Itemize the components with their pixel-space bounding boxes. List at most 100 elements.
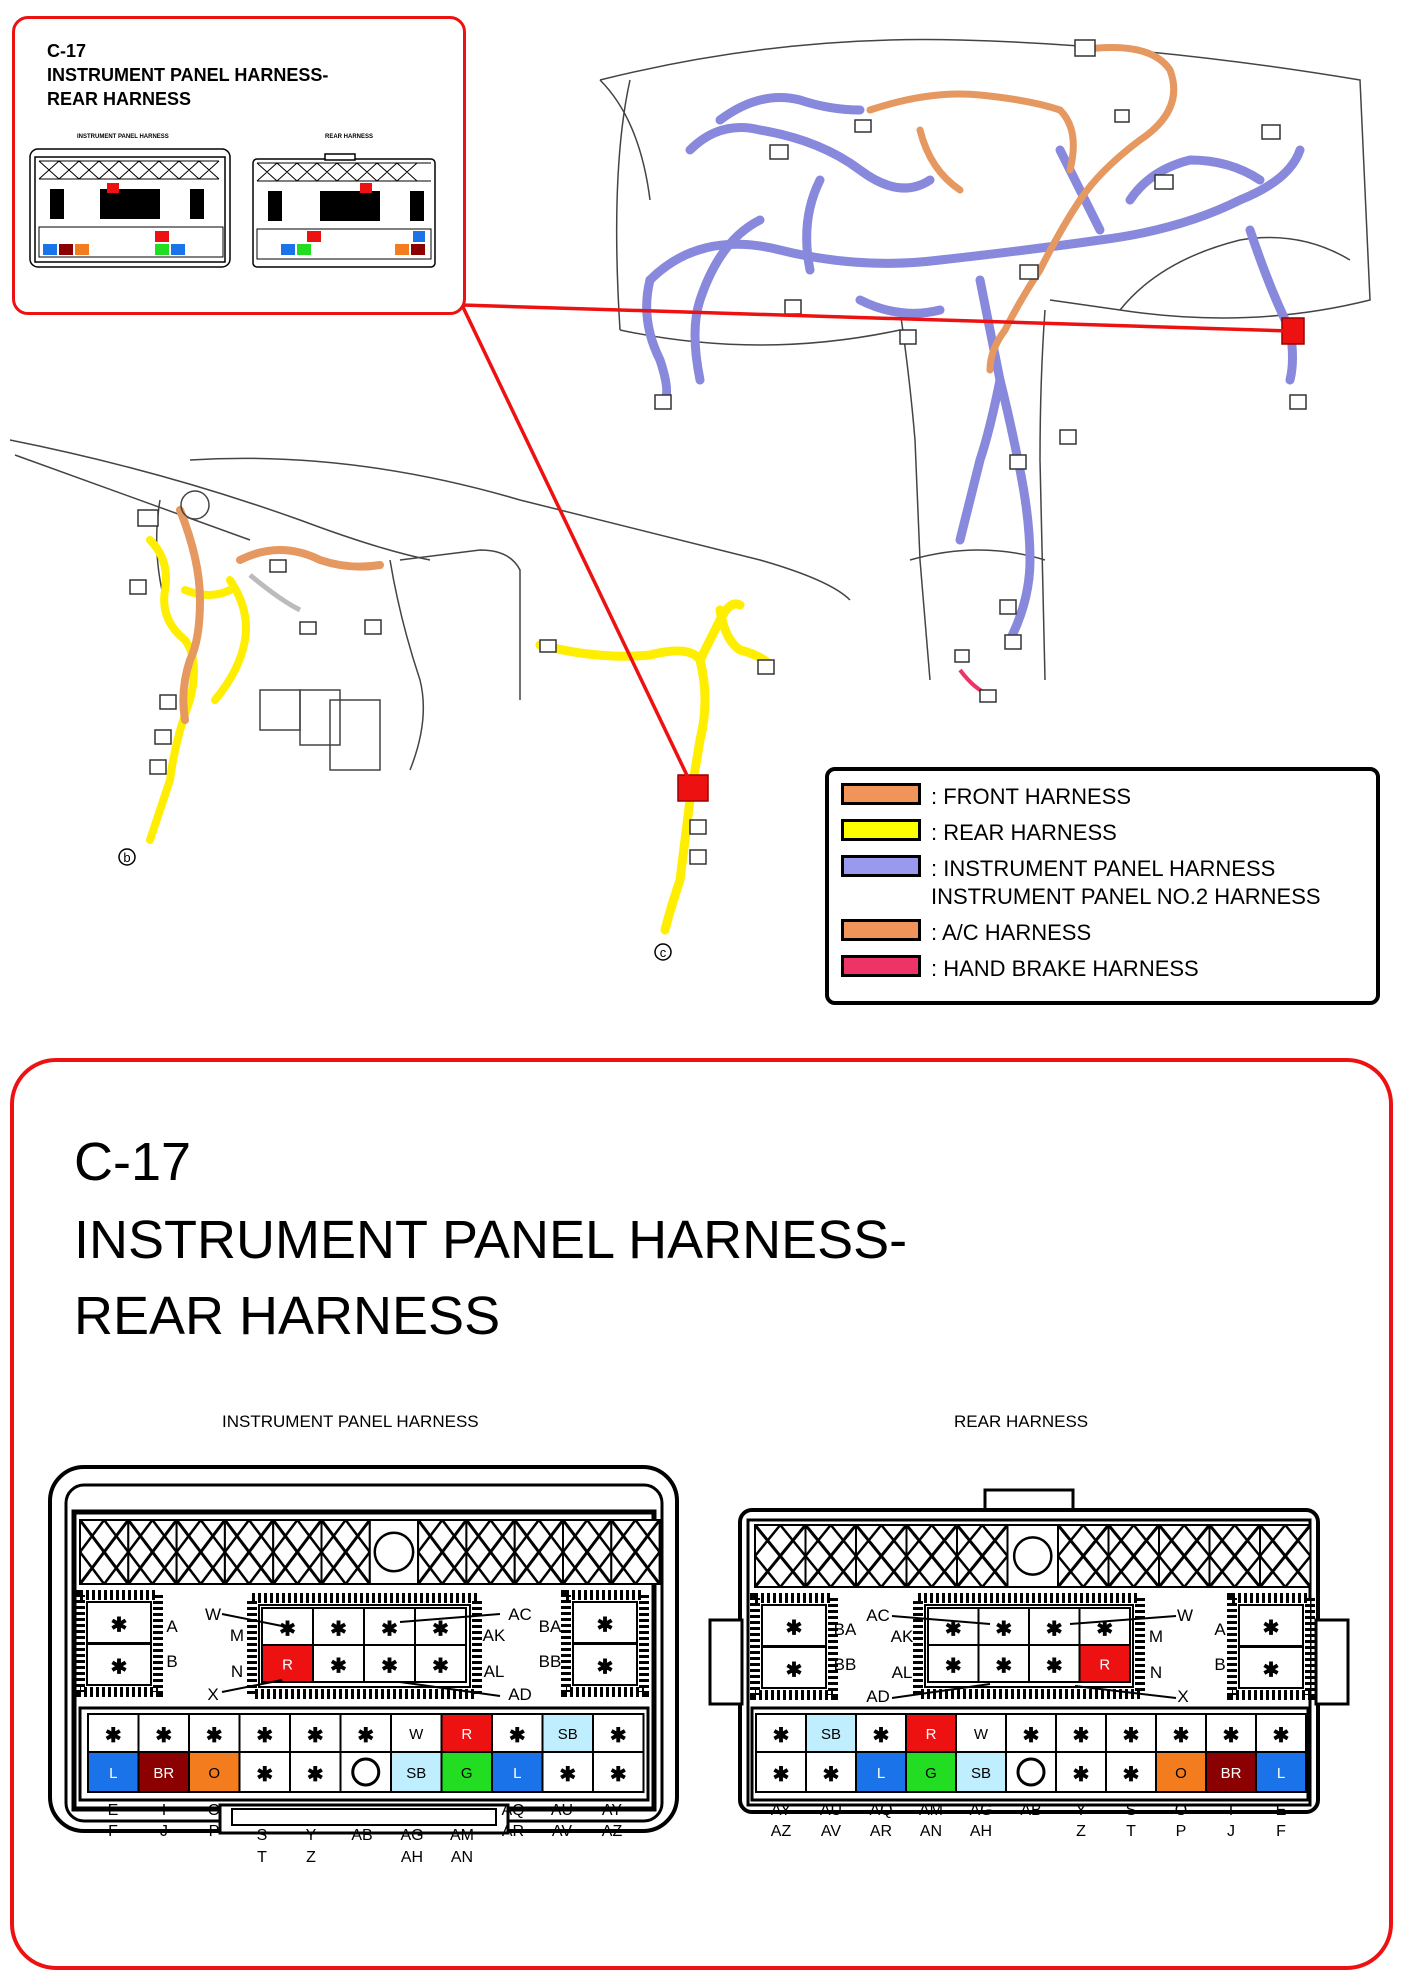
inset-left-label: INSTRUMENT PANEL HARNESS [77, 134, 169, 140]
rear-row2-9-label: BR [1221, 1765, 1242, 1782]
rear-top-cross [905, 1524, 959, 1588]
rear-center-r1-2-asterisk: ✱ [1046, 1619, 1063, 1641]
rear-bottom-top-6: Y [1076, 1802, 1087, 1819]
ip-bottom-bottom-2: P [209, 1823, 220, 1840]
ip-top-cross [175, 1519, 202, 1553]
ip-row2-6-label: SB [406, 1765, 426, 1782]
ip-row1-2-cell [188, 1713, 241, 1753]
rear-top-cross [981, 1555, 1009, 1588]
rear-top-cross [1132, 1524, 1160, 1557]
ip-bottom-bottom-5: AB [351, 1827, 372, 1844]
ip-bottom-top-0: E [108, 1802, 119, 1819]
ip-top-cross [441, 1519, 468, 1553]
legend-swatch-rear [841, 819, 921, 841]
rear-top-cross [855, 1524, 883, 1557]
rear-row2-1-cell [805, 1751, 857, 1793]
ip-row1-1-cell [137, 1713, 190, 1753]
rear-top-cross [956, 1524, 984, 1557]
ip-pin-x: X [207, 1685, 218, 1704]
rear-top-cross [905, 1555, 933, 1588]
rear-top-cross [779, 1555, 807, 1588]
ip-row2-10-asterisk: ✱ [610, 1764, 627, 1786]
ip-top-cross [344, 1519, 371, 1553]
rear-top-cross [829, 1524, 857, 1557]
rear-row1-5-cell [1005, 1713, 1057, 1753]
ip-pin-leader [399, 1681, 501, 1697]
rear-bottom-top-3: AM [919, 1802, 943, 1819]
ip-top-cross [223, 1519, 275, 1585]
harness-illustration: b c [9, 38, 1371, 961]
rear-top-cross [955, 1524, 1009, 1588]
rear-center-r1-3-cell [1078, 1607, 1131, 1646]
ip-top-cross [103, 1519, 130, 1553]
ip-cavity-label-ba: BA [539, 1617, 562, 1636]
rear-right-b-cell [1238, 1646, 1304, 1689]
legend-item-front: : FRONT HARNESS [841, 783, 1131, 811]
ip-bottom-top-9: AU [551, 1802, 573, 1819]
ip-center-r2-1-asterisk: ✱ [330, 1656, 347, 1678]
rear-row2-10-label: L [1277, 1765, 1285, 1782]
rear-pin-m: M [1149, 1627, 1163, 1646]
lower-left-outline [9, 439, 851, 771]
rear-left-ba-asterisk: ✱ [786, 1618, 803, 1640]
inset-title-line2: REAR HARNESS [47, 89, 192, 109]
rear-bottom-bottom-8: P [1176, 1823, 1187, 1840]
ip-top-cross [465, 1519, 492, 1553]
ip-center-r2-2-asterisk: ✱ [381, 1656, 398, 1678]
rear-top-cross [1157, 1524, 1211, 1588]
ip-connector-grid: ✱✱AB✱✱BABB✱R✱✱✱✱✱✱WMNXACAKALAD✱L✱BR✱O✱✱✱… [75, 1519, 661, 1866]
steering-column-circle [180, 490, 210, 520]
ip-left-a-cell [86, 1601, 152, 1644]
rear-top-cross [1259, 1524, 1287, 1557]
legend-label-ac: : A/C HARNESS [931, 920, 1092, 945]
ip-top-cross [199, 1551, 226, 1585]
rear-row1-7-asterisk: ✱ [1123, 1725, 1140, 1747]
rear-pin-ac: AC [866, 1606, 890, 1625]
rear-top-cross [754, 1524, 782, 1557]
rear-row2-4-cell [955, 1751, 1007, 1793]
rear-top-cross [1258, 1524, 1312, 1588]
ip-bottom-bottom-9: AV [552, 1823, 572, 1840]
ip-bottom-top-1: I [162, 1802, 166, 1819]
ip-cavity-label-bb: BB [539, 1652, 562, 1671]
ip-top-cross [320, 1519, 347, 1553]
rear-row2-3-cell [905, 1751, 957, 1793]
ip-top-cross [320, 1519, 371, 1585]
rear-top-cross [1208, 1555, 1236, 1588]
ip-top-key-ring [373, 1531, 415, 1573]
rear-top-cross [804, 1524, 832, 1557]
ip-row2-5-ring [351, 1757, 381, 1787]
ip-row2-10-cell [592, 1751, 645, 1793]
rear-bottom-top-7: S [1126, 1802, 1137, 1819]
rear-top-cross [981, 1524, 1009, 1557]
ip-row1-8-asterisk: ✱ [509, 1725, 526, 1747]
ip-row1-3-asterisk: ✱ [256, 1725, 273, 1747]
rear-row2-4-label: SB [971, 1765, 991, 1782]
rear-row2-5-ring [1016, 1757, 1046, 1787]
ip-top-cross [79, 1519, 106, 1553]
rear-row2-0-cell [755, 1751, 807, 1793]
rear-center-r1-1-asterisk: ✱ [995, 1619, 1012, 1641]
ip-top-cross [417, 1519, 444, 1553]
ip-top-cross [248, 1519, 275, 1553]
ip-row2-4-asterisk: ✱ [307, 1764, 324, 1786]
rear-top-cross [1082, 1555, 1110, 1588]
rear-top-cross [829, 1555, 857, 1588]
rear-row1-10-asterisk: ✱ [1273, 1725, 1290, 1747]
rear-top-cross [804, 1524, 858, 1588]
legend-label-instrument-panel: : INSTRUMENT PANEL HARNESS INSTRUMENT PA… [931, 856, 1321, 909]
rear-center-r2-3-label: R [1099, 1657, 1110, 1674]
rear-pin-leader [1074, 1685, 1177, 1699]
ip-top-cross [127, 1551, 154, 1585]
ip-top-cross [296, 1551, 323, 1585]
ip-bottom-extra-2: AH [401, 1849, 423, 1866]
ip-pin-ak: AK [483, 1626, 506, 1645]
legend-label-hand-brake: : HAND BRAKE HARNESS [931, 956, 1199, 981]
ip-cavity-label-b: B [166, 1652, 177, 1671]
inset-code: C-17 [47, 41, 87, 61]
ip-pin-leader [399, 1613, 501, 1623]
ip-bottom-bottom-3: S [257, 1827, 268, 1844]
rear-pin-n: N [1150, 1663, 1162, 1682]
ip-top-cross [199, 1519, 226, 1553]
